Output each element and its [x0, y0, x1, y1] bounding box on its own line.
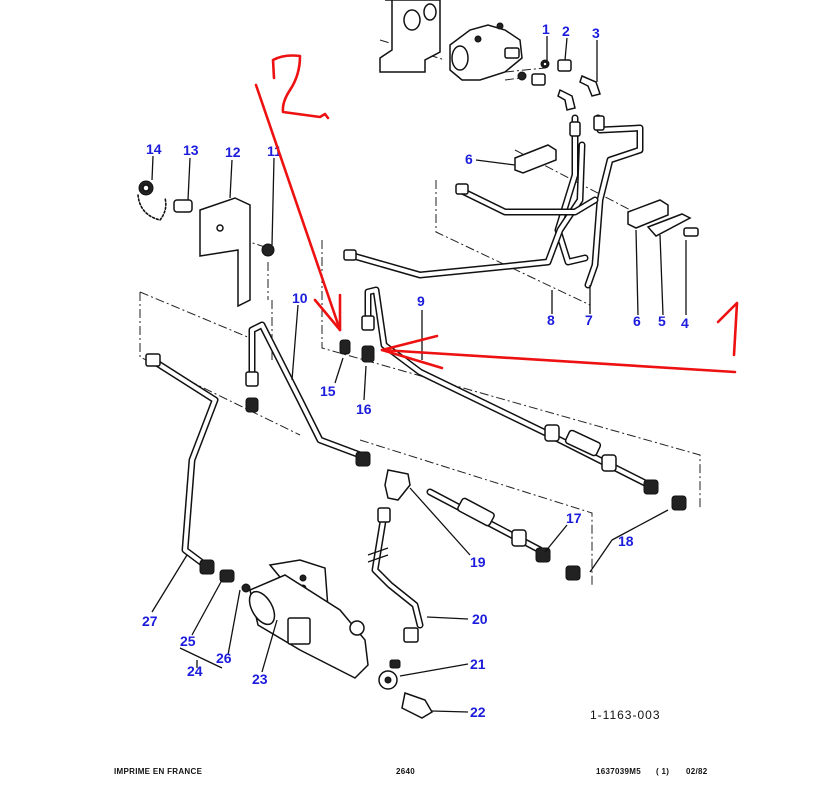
pipe-20-and-banjo: [367, 507, 434, 719]
callout-7: 7: [585, 312, 593, 328]
valve-23: [248, 559, 369, 679]
leader-lines: [151, 36, 687, 713]
drawing-number: 1-1163-003: [590, 708, 661, 722]
pipe-network-upper: [343, 114, 644, 289]
clamp-parts: [514, 144, 699, 237]
arrow-to-15: [254, 83, 342, 332]
arrowhead-16: [380, 334, 444, 370]
red-annotations: [254, 54, 739, 374]
callout-6-lower: 6: [633, 313, 641, 329]
callout-labels: 1 2 3 4 5 6 6 7 8 9 10 11 12 13 14 15 16…: [142, 21, 689, 720]
callout-22: 22: [470, 704, 486, 720]
callout-19: 19: [470, 554, 486, 570]
pipe-27: [145, 353, 251, 593]
callout-12: 12: [225, 144, 241, 160]
arrow-to-16: [380, 348, 737, 374]
callout-14: 14: [146, 141, 162, 157]
callout-27: 27: [142, 613, 158, 629]
callout-23: 23: [252, 671, 268, 687]
handwritten-1-mark: [716, 301, 739, 357]
callout-4: 4: [681, 315, 689, 331]
footer-date: 02/82: [686, 767, 708, 776]
callout-17: 17: [566, 510, 582, 526]
callout-25: 25: [180, 633, 196, 649]
handwritten-2-mark: [271, 54, 330, 120]
callout-10: 10: [292, 290, 308, 306]
bracket-assembly: [137, 180, 275, 308]
callout-20: 20: [472, 611, 488, 627]
assembly-guide-lines: [139, 39, 701, 585]
callout-8: 8: [547, 312, 555, 328]
valve-block-assembly: [379, 0, 523, 81]
callout-6-upper: 6: [465, 151, 473, 167]
tee-and-hose: [355, 451, 581, 581]
callout-15: 15: [320, 383, 336, 399]
callout-24: 24: [187, 663, 203, 679]
callout-18: 18: [618, 533, 634, 549]
fittings-top: [517, 59, 601, 111]
callout-3: 3: [592, 25, 600, 41]
callout-26: 26: [216, 650, 232, 666]
footer-page-code: 2640: [396, 767, 415, 776]
callout-1: 1: [542, 21, 550, 37]
arrowhead-15: [313, 293, 342, 332]
pipe-network-middle: [245, 286, 687, 511]
callout-13: 13: [183, 142, 199, 158]
footer-publication-number: 1637039M5: [596, 767, 641, 776]
callout-16: 16: [356, 401, 372, 417]
callout-2: 2: [562, 23, 570, 39]
footer-edition: ( 1): [656, 767, 670, 776]
callout-21: 21: [470, 656, 486, 672]
callout-5: 5: [658, 313, 666, 329]
callout-9: 9: [417, 293, 425, 309]
footer-printed-in: IMPRIME EN FRANCE: [114, 767, 203, 776]
